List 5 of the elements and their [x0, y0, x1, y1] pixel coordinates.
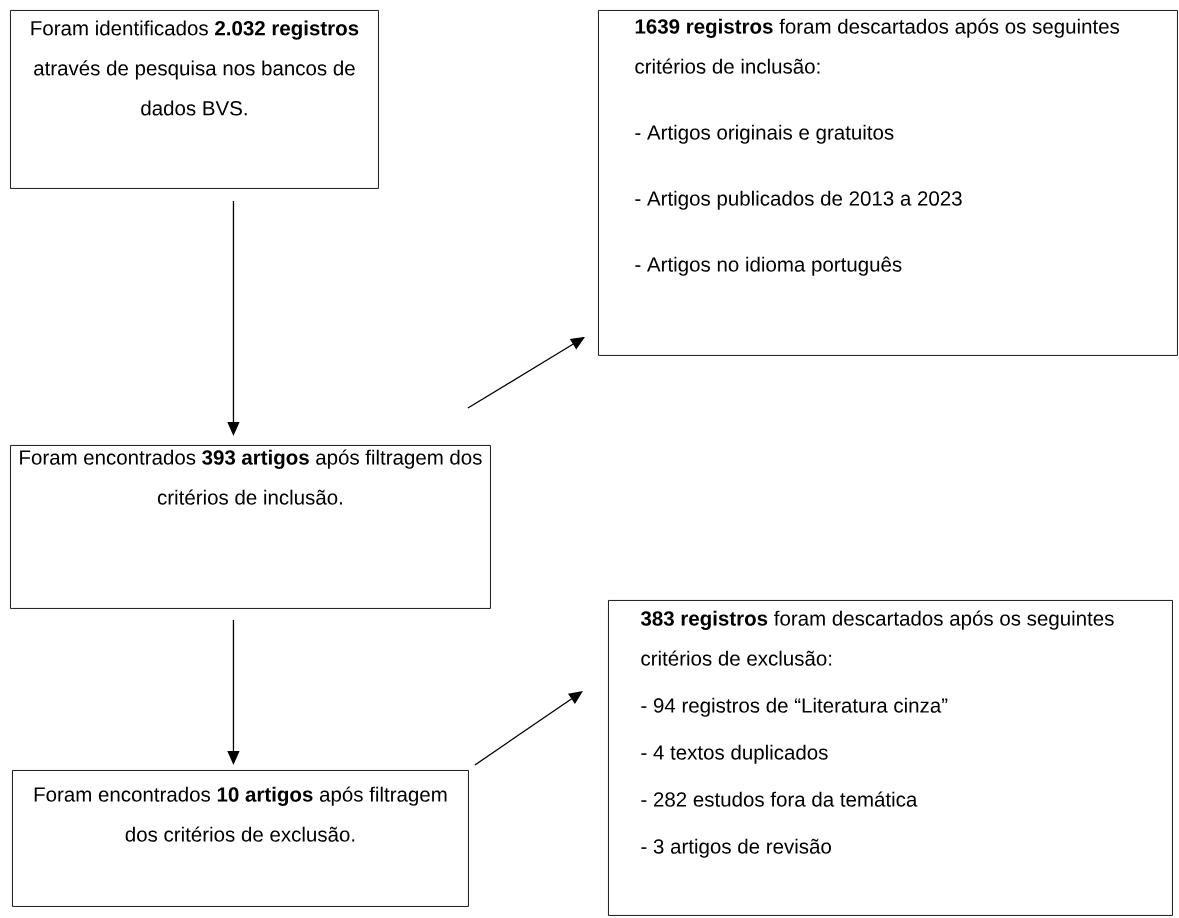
process-box: 1639 registros foram descartados após os seguintes critérios de inclusão: - Artigos originais e gratuitos - Artigos publicados de 2013 a 2023 - Artigos no idioma português: [598, 10, 1178, 356]
process-box: 383 registros foram descartados após os seguintes critérios de exclusão: - 94 registros de “Literatura cinza” - 4 textos duplicados - 282 estudos fora da temática - 3 artigos de revisão: [608, 600, 1173, 916]
process-box: Foram encontrados 393 artigos após filtragem dos critérios de inclusão.: [10, 445, 491, 609]
process-box: Foram encontrados 10 artigos após filtragem dos critérios de exclusão.: [12, 770, 469, 907]
process-box: Foram identificados 2.032 registros através de pesquisa nos bancos de dados BVS.: [10, 10, 379, 189]
